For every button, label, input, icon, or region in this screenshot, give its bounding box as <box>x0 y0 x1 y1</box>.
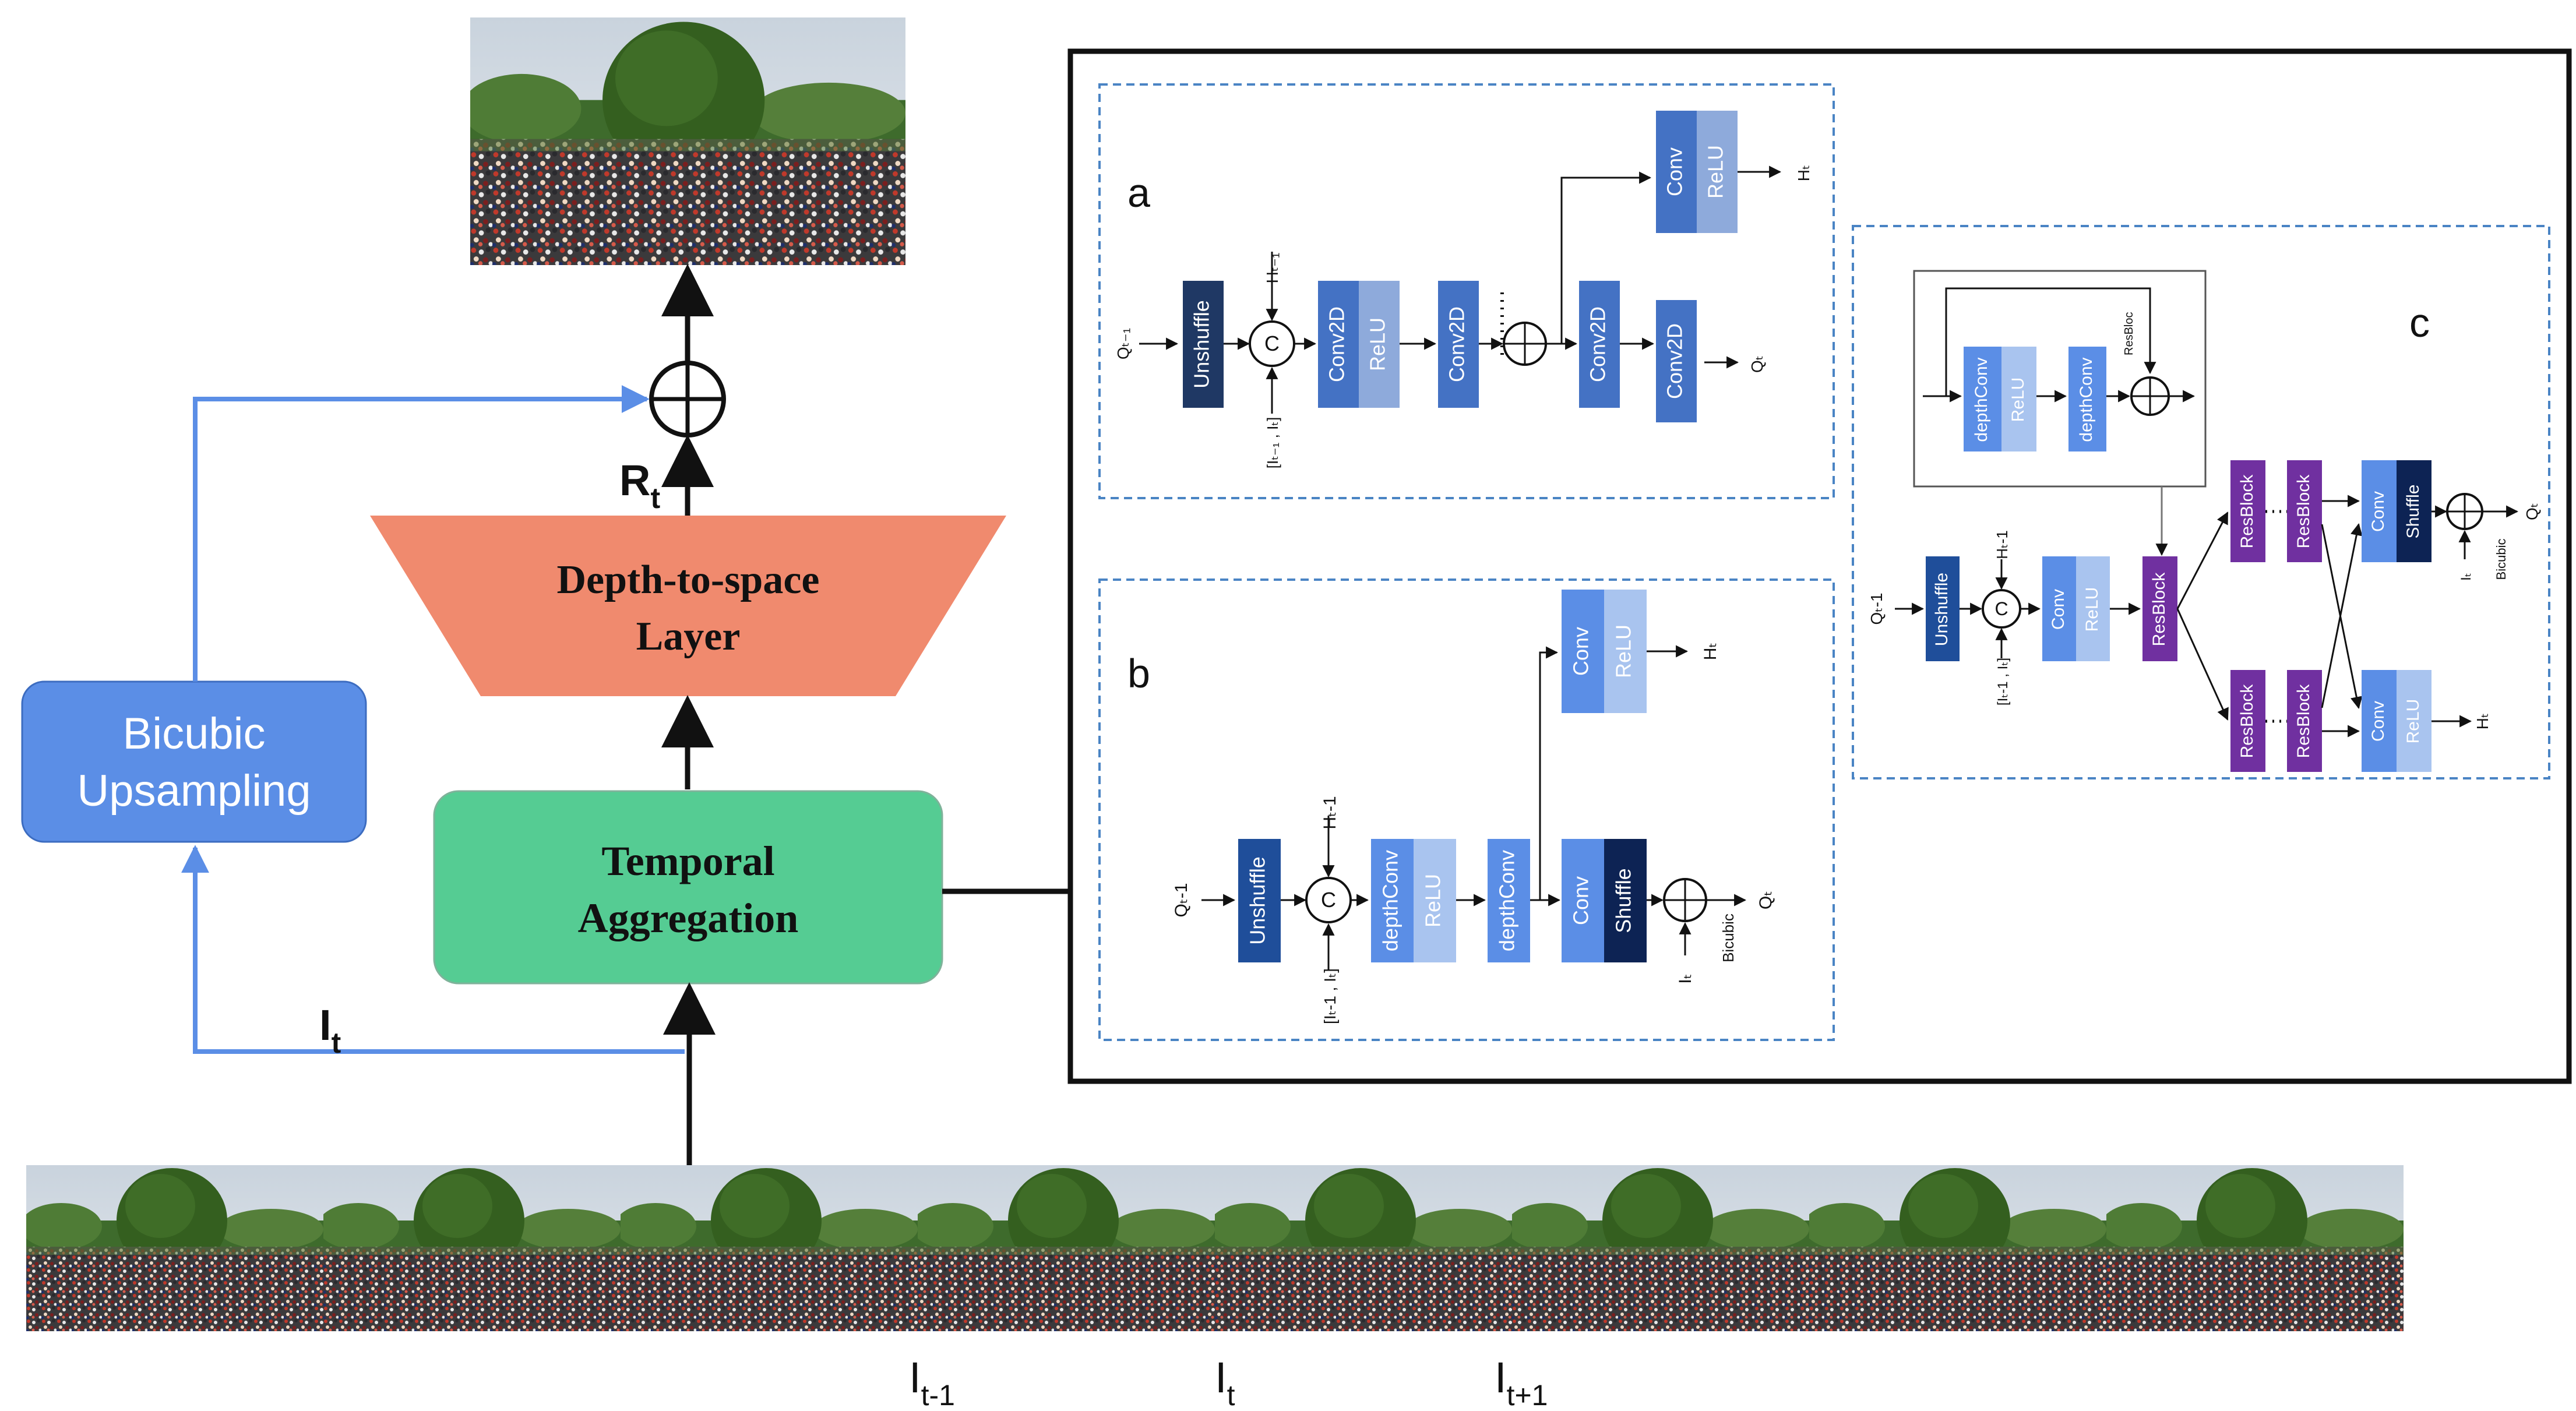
svg-text:Conv2D: Conv2D <box>1663 323 1687 399</box>
input-frame-strip <box>26 1165 2404 1331</box>
svg-text:Bicubic: Bicubic <box>2494 539 2508 580</box>
svg-text:Qₜ: Qₜ <box>1756 891 1775 909</box>
svg-text:depthConv: depthConv <box>2077 357 2096 442</box>
svg-text:Conv2D: Conv2D <box>1586 306 1610 382</box>
svg-text:Conv: Conv <box>2369 491 2388 532</box>
svg-text:ResBloc: ResBloc <box>2123 312 2135 355</box>
svg-text:depthConv: depthConv <box>1972 357 1991 442</box>
svg-text:c: c <box>2409 300 2430 345</box>
panel-c: c depthConv ReLU depthConv ResBloc Qₜ-1 … <box>1852 225 2550 779</box>
bicubic-output-path <box>193 385 650 682</box>
svg-text:Conv: Conv <box>1569 627 1593 676</box>
svg-text:[Iₜ-1 , Iₜ]: [Iₜ-1 , Iₜ] <box>1321 968 1339 1024</box>
svg-text:ReLU: ReLU <box>1366 318 1390 371</box>
svg-text:ReLU: ReLU <box>1612 625 1636 678</box>
svg-text:ReLU: ReLU <box>1421 874 1445 927</box>
svg-text:Hₜ: Hₜ <box>2473 713 2492 729</box>
residual-label: Rt <box>619 456 660 514</box>
bicubic-upsampling-block: Bicubic Upsampling <box>21 680 367 843</box>
svg-text:ResBlock: ResBlock <box>2237 474 2257 549</box>
detail-panel <box>1067 48 2572 1084</box>
panel-b: b Qₜ-1 Unshuffle C Hₜ-1 [Iₜ-1 , Iₜ] dept… <box>1098 578 1835 1041</box>
sum-node <box>649 361 726 438</box>
svg-text:Unshuffle: Unshuffle <box>1932 573 1951 646</box>
svg-text:ReLU: ReLU <box>2008 378 2028 422</box>
sum-node-a <box>1503 322 1547 366</box>
svg-text:Hₜ-1: Hₜ-1 <box>1993 530 2011 559</box>
svg-text:Qₜ: Qₜ <box>2523 503 2541 520</box>
conv2d-block-3: Conv2D <box>1579 281 1620 408</box>
svg-text:Shuffle: Shuffle <box>2404 485 2423 539</box>
unshuffle-block: Unshuffle <box>1183 281 1224 408</box>
conv-shuffle-block-b: Conv Shuffle <box>1562 839 1647 962</box>
svg-text:ResBlock: ResBlock <box>2237 684 2257 759</box>
svg-text:C: C <box>1264 331 1280 355</box>
svg-text:Unshuffle: Unshuffle <box>1190 300 1214 388</box>
svg-text:Hₜ: Hₜ <box>1701 643 1720 661</box>
resblock-detail: depthConv ReLU depthConv ResBloc <box>1913 270 2207 488</box>
svg-text:a: a <box>1127 170 1150 216</box>
panel-a: a Qₜ₋₁ Unshuffle C Hₜ₋₁ [Iₜ₋₁ , Iₜ] Conv… <box>1098 83 1835 499</box>
svg-text:Iₜ: Iₜ <box>2458 573 2474 581</box>
frame-label-current: It <box>1215 1353 1235 1411</box>
input-frame-label: It <box>319 1001 341 1059</box>
svg-text:ReLU: ReLU <box>2404 699 2423 744</box>
svg-text:[Iₜ₋₁ , Iₜ]: [Iₜ₋₁ , Iₜ] <box>1264 417 1281 468</box>
unshuffle-block-b: Unshuffle <box>1238 839 1281 962</box>
conv2d-relu-block: Conv2D ReLU <box>1318 281 1400 408</box>
svg-text:Qₜ₋₁: Qₜ₋₁ <box>1114 328 1132 359</box>
svg-text:Conv: Conv <box>2049 589 2068 630</box>
svg-text:C: C <box>1994 598 2008 619</box>
svg-text:Conv: Conv <box>2369 701 2388 742</box>
depthconv-relu-block-b: depthConv ReLU <box>1371 839 1456 962</box>
svg-text:Iₜ: Iₜ <box>1676 973 1695 983</box>
sum-node-b <box>1663 878 1707 922</box>
svg-text:Qₜ: Qₜ <box>1748 355 1766 373</box>
svg-text:C: C <box>1321 888 1336 912</box>
svg-text:Hₜ₋₁: Hₜ₋₁ <box>1263 253 1281 284</box>
depth-to-space-layer: Depth-to-space Layer <box>370 516 1006 696</box>
concat-node: C <box>1249 320 1295 367</box>
svg-text:Layer: Layer <box>636 614 741 659</box>
svg-text:Conv2D: Conv2D <box>1325 306 1349 382</box>
svg-text:Qₜ-1: Qₜ-1 <box>1867 593 1886 625</box>
svg-text:Qₜ-1: Qₜ-1 <box>1172 883 1191 918</box>
frame-label-prev: It-1 <box>909 1353 955 1411</box>
svg-text:Conv: Conv <box>1663 147 1687 196</box>
svg-text:Bicubic: Bicubic <box>123 709 266 759</box>
svg-text:Conv2D: Conv2D <box>1445 306 1469 382</box>
svg-text:Hₜ-1: Hₜ-1 <box>1320 796 1340 829</box>
svg-text:ResBlock: ResBlock <box>2294 684 2313 759</box>
concat-node-b: C <box>1305 877 1352 923</box>
frame-label-next: It+1 <box>1495 1353 1548 1411</box>
conv2d-block-4: Conv2D <box>1656 300 1697 422</box>
svg-text:Aggregation: Aggregation <box>578 895 799 941</box>
conv-relu-top-a: Conv ReLU <box>1656 111 1738 233</box>
bicubic-input-path <box>181 845 685 1054</box>
svg-text:depthConv: depthConv <box>1379 850 1402 951</box>
svg-text:Upsampling: Upsampling <box>77 766 311 816</box>
svg-text:Hₜ: Hₜ <box>1795 165 1813 181</box>
svg-text:ResBlock: ResBlock <box>2149 572 2169 647</box>
svg-text:b: b <box>1127 651 1150 696</box>
output-frame-image <box>470 17 905 265</box>
svg-text:Bicubic: Bicubic <box>1719 913 1737 962</box>
depthconv-block-b2: depthConv <box>1488 839 1530 962</box>
svg-text:depthConv: depthConv <box>1495 850 1519 951</box>
conv2d-block-2: Conv2D <box>1438 281 1479 408</box>
conv-relu-top-b: Conv ReLU <box>1562 590 1647 713</box>
temporal-aggregation-block: Temporal Aggregation <box>433 790 943 985</box>
svg-text:Temporal: Temporal <box>601 838 774 884</box>
svg-text:[Iₜ-1 , Iₜ]: [Iₜ-1 , Iₜ] <box>1995 658 2011 706</box>
svg-text:ReLU: ReLU <box>2082 587 2102 632</box>
svg-text:Shuffle: Shuffle <box>1612 868 1636 933</box>
svg-text:Depth-to-space: Depth-to-space <box>556 558 819 602</box>
svg-text:ReLU: ReLU <box>1704 145 1728 199</box>
svg-text:Unshuffle: Unshuffle <box>1246 856 1270 944</box>
svg-text:ResBlock: ResBlock <box>2294 474 2313 549</box>
svg-text:Conv: Conv <box>1569 876 1593 925</box>
